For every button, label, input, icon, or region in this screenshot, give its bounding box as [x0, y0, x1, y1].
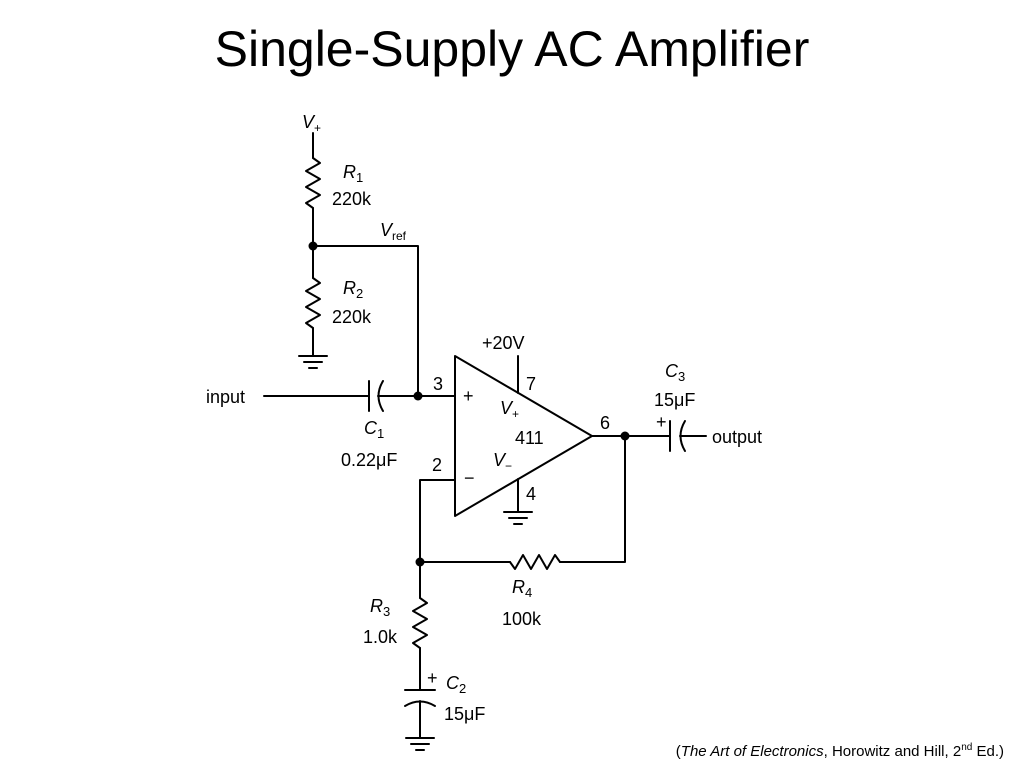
source-citation: (The Art of Electronics, Horowitz and Hi… [675, 742, 1004, 760]
opamp-body [454, 355, 593, 517]
label-c3-value: 15μF [654, 390, 695, 410]
wire-feedback [559, 435, 626, 563]
ground-pin4 [503, 511, 533, 525]
resistor-r3 [412, 597, 428, 649]
label-c2-value: 15μF [444, 704, 485, 724]
label-noninv-sign: + [463, 386, 474, 406]
ground-r2 [298, 355, 328, 369]
junction-vref [308, 241, 318, 251]
label-opamp-vplus: V+ [500, 398, 519, 421]
label-r2-value: 220k [332, 307, 372, 327]
label-r1-name: R1 [343, 162, 363, 185]
label-r4-name: R4 [512, 577, 532, 600]
citation-book-title: The Art of Electronics [680, 743, 824, 760]
label-r3-value: 1.0k [363, 627, 398, 647]
label-c3-plus: + [656, 412, 667, 432]
label-r1-value: 220k [332, 189, 372, 209]
label-pin3: 3 [433, 374, 443, 394]
label-input: input [206, 387, 245, 407]
label-vplus: V+ [302, 112, 321, 135]
ground-c2 [405, 737, 435, 751]
junction-feedback [415, 557, 425, 567]
label-r4-value: 100k [502, 609, 542, 629]
label-pin2: 2 [432, 455, 442, 475]
wire-pin2 [419, 479, 456, 563]
label-r2-name: R2 [343, 278, 363, 301]
label-inv-sign: − [464, 468, 475, 488]
label-output: output [712, 427, 762, 447]
label-c3-name: C3 [665, 361, 685, 384]
label-vref: Vref [380, 220, 407, 243]
label-opamp-part: 411 [515, 428, 544, 448]
wire-vref [312, 245, 419, 397]
resistor-r1 [305, 157, 321, 209]
label-supply: +20V [482, 333, 525, 353]
label-opamp-vminus: V− [493, 450, 512, 473]
label-pin6: 6 [600, 413, 610, 433]
resistor-r4 [509, 554, 561, 570]
resistor-r2 [305, 277, 321, 329]
label-c1-name: C1 [364, 418, 384, 441]
label-r3-name: R3 [370, 596, 390, 619]
label-c1-value: 0.22μF [341, 450, 397, 470]
junction-output [620, 431, 630, 441]
slide-title: Single-Supply AC Amplifier [214, 21, 810, 77]
label-pin7: 7 [526, 374, 536, 394]
label-pin4: 4 [526, 484, 536, 504]
label-c2-plus: + [427, 668, 438, 688]
junction-pin3 [413, 391, 423, 401]
label-c2-name: C2 [446, 673, 466, 696]
